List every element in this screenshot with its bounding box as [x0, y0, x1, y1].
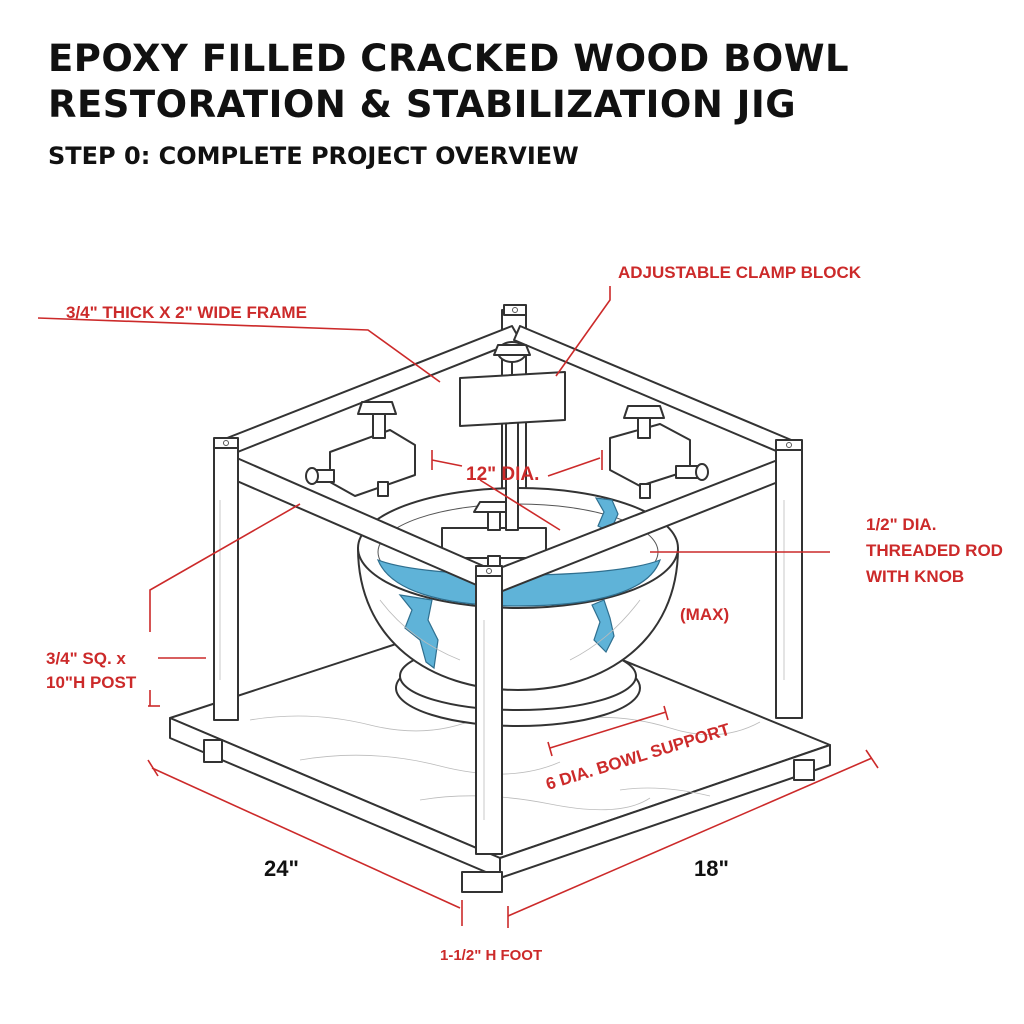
foot-label: 1-1/2" H FOOT	[440, 947, 542, 964]
diameter-label: 12" DIA.	[466, 464, 539, 485]
title-line-2: RESTORATION & STABILIZATION JIG	[48, 83, 797, 126]
right-clamp-block	[609, 405, 709, 499]
corner-posts	[213, 304, 803, 855]
base-feet	[203, 739, 815, 893]
epoxy-crack-left	[398, 594, 439, 670]
step-subtitle: STEP 0: COMPLETE PROJECT OVERVIEW	[48, 142, 579, 170]
left-clamp-block	[305, 401, 416, 497]
rod-label-line-3: WITH KNOB	[866, 567, 964, 586]
post-label-line-1: 3/4" SQ. x	[46, 649, 126, 668]
annotation-lines	[37, 286, 879, 928]
depth-dimension: 18"	[694, 856, 729, 881]
center-clamp-block	[459, 341, 566, 531]
rod-label-line-2: THREADED ROD	[866, 541, 1003, 560]
frame-label: 3/4" THICK X 2" WIDE FRAME	[66, 303, 307, 322]
max-label: (MAX)	[680, 605, 729, 624]
title-line-1: EPOXY FILLED CRACKED WOOD BOWL	[48, 37, 850, 80]
epoxy-crack-right	[591, 599, 615, 654]
front-clamp-block	[441, 501, 547, 573]
rod-label-line-1: 1/2" DIA.	[866, 515, 936, 534]
clamp-block-label: ADJUSTABLE CLAMP BLOCK	[618, 263, 862, 282]
page-title: EPOXY FILLED CRACKED WOOD BOWL RESTORATI…	[48, 36, 849, 128]
post-label-line-2: 10"H POST	[46, 673, 137, 692]
width-dimension: 24"	[264, 856, 299, 881]
